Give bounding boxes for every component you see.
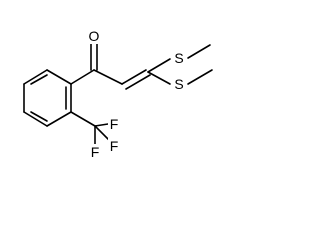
ring-bond-1 [23,69,48,85]
oxygen-label: O [89,28,100,44]
ring-to-cf3-bond [70,111,96,127]
fluorine-right-label: F [110,138,119,154]
ring-bond-5 [23,111,48,127]
sulfur-top-label: S [174,50,183,66]
alkene-to-sulfur-top-bond [147,58,171,73]
alkene-double-bond-a [121,69,147,85]
fluorine-left-label: F [91,144,100,160]
enone-chain [70,43,213,90]
alkene-double-bond-b [125,74,151,90]
fluorine-top-label: F [110,116,119,132]
alkene-to-sulfur-bottom-bond [147,71,171,85]
sulfur-bottom-label: S [174,76,183,92]
atom-labels: O S S F F F [87,28,186,160]
ring-double-bond-bottom [30,111,48,122]
ring-to-carbonyl-bond [70,69,95,85]
cf3-to-f-right-bond [94,125,111,142]
sulfur-top-methyl-bond [187,44,211,59]
ring-double-bond-top [30,74,48,85]
sulfur-bottom-methyl-bond [187,69,213,85]
trifluoromethyl-group [70,111,111,145]
carbonyl-to-alkene-bond [93,69,123,85]
ring-bond-4 [46,111,72,127]
ring-bond-2 [46,69,72,85]
chemical-structure: O S S F F F [23,28,213,160]
benzene-ring [23,69,72,127]
cf3-to-f-top-bond [94,123,109,127]
